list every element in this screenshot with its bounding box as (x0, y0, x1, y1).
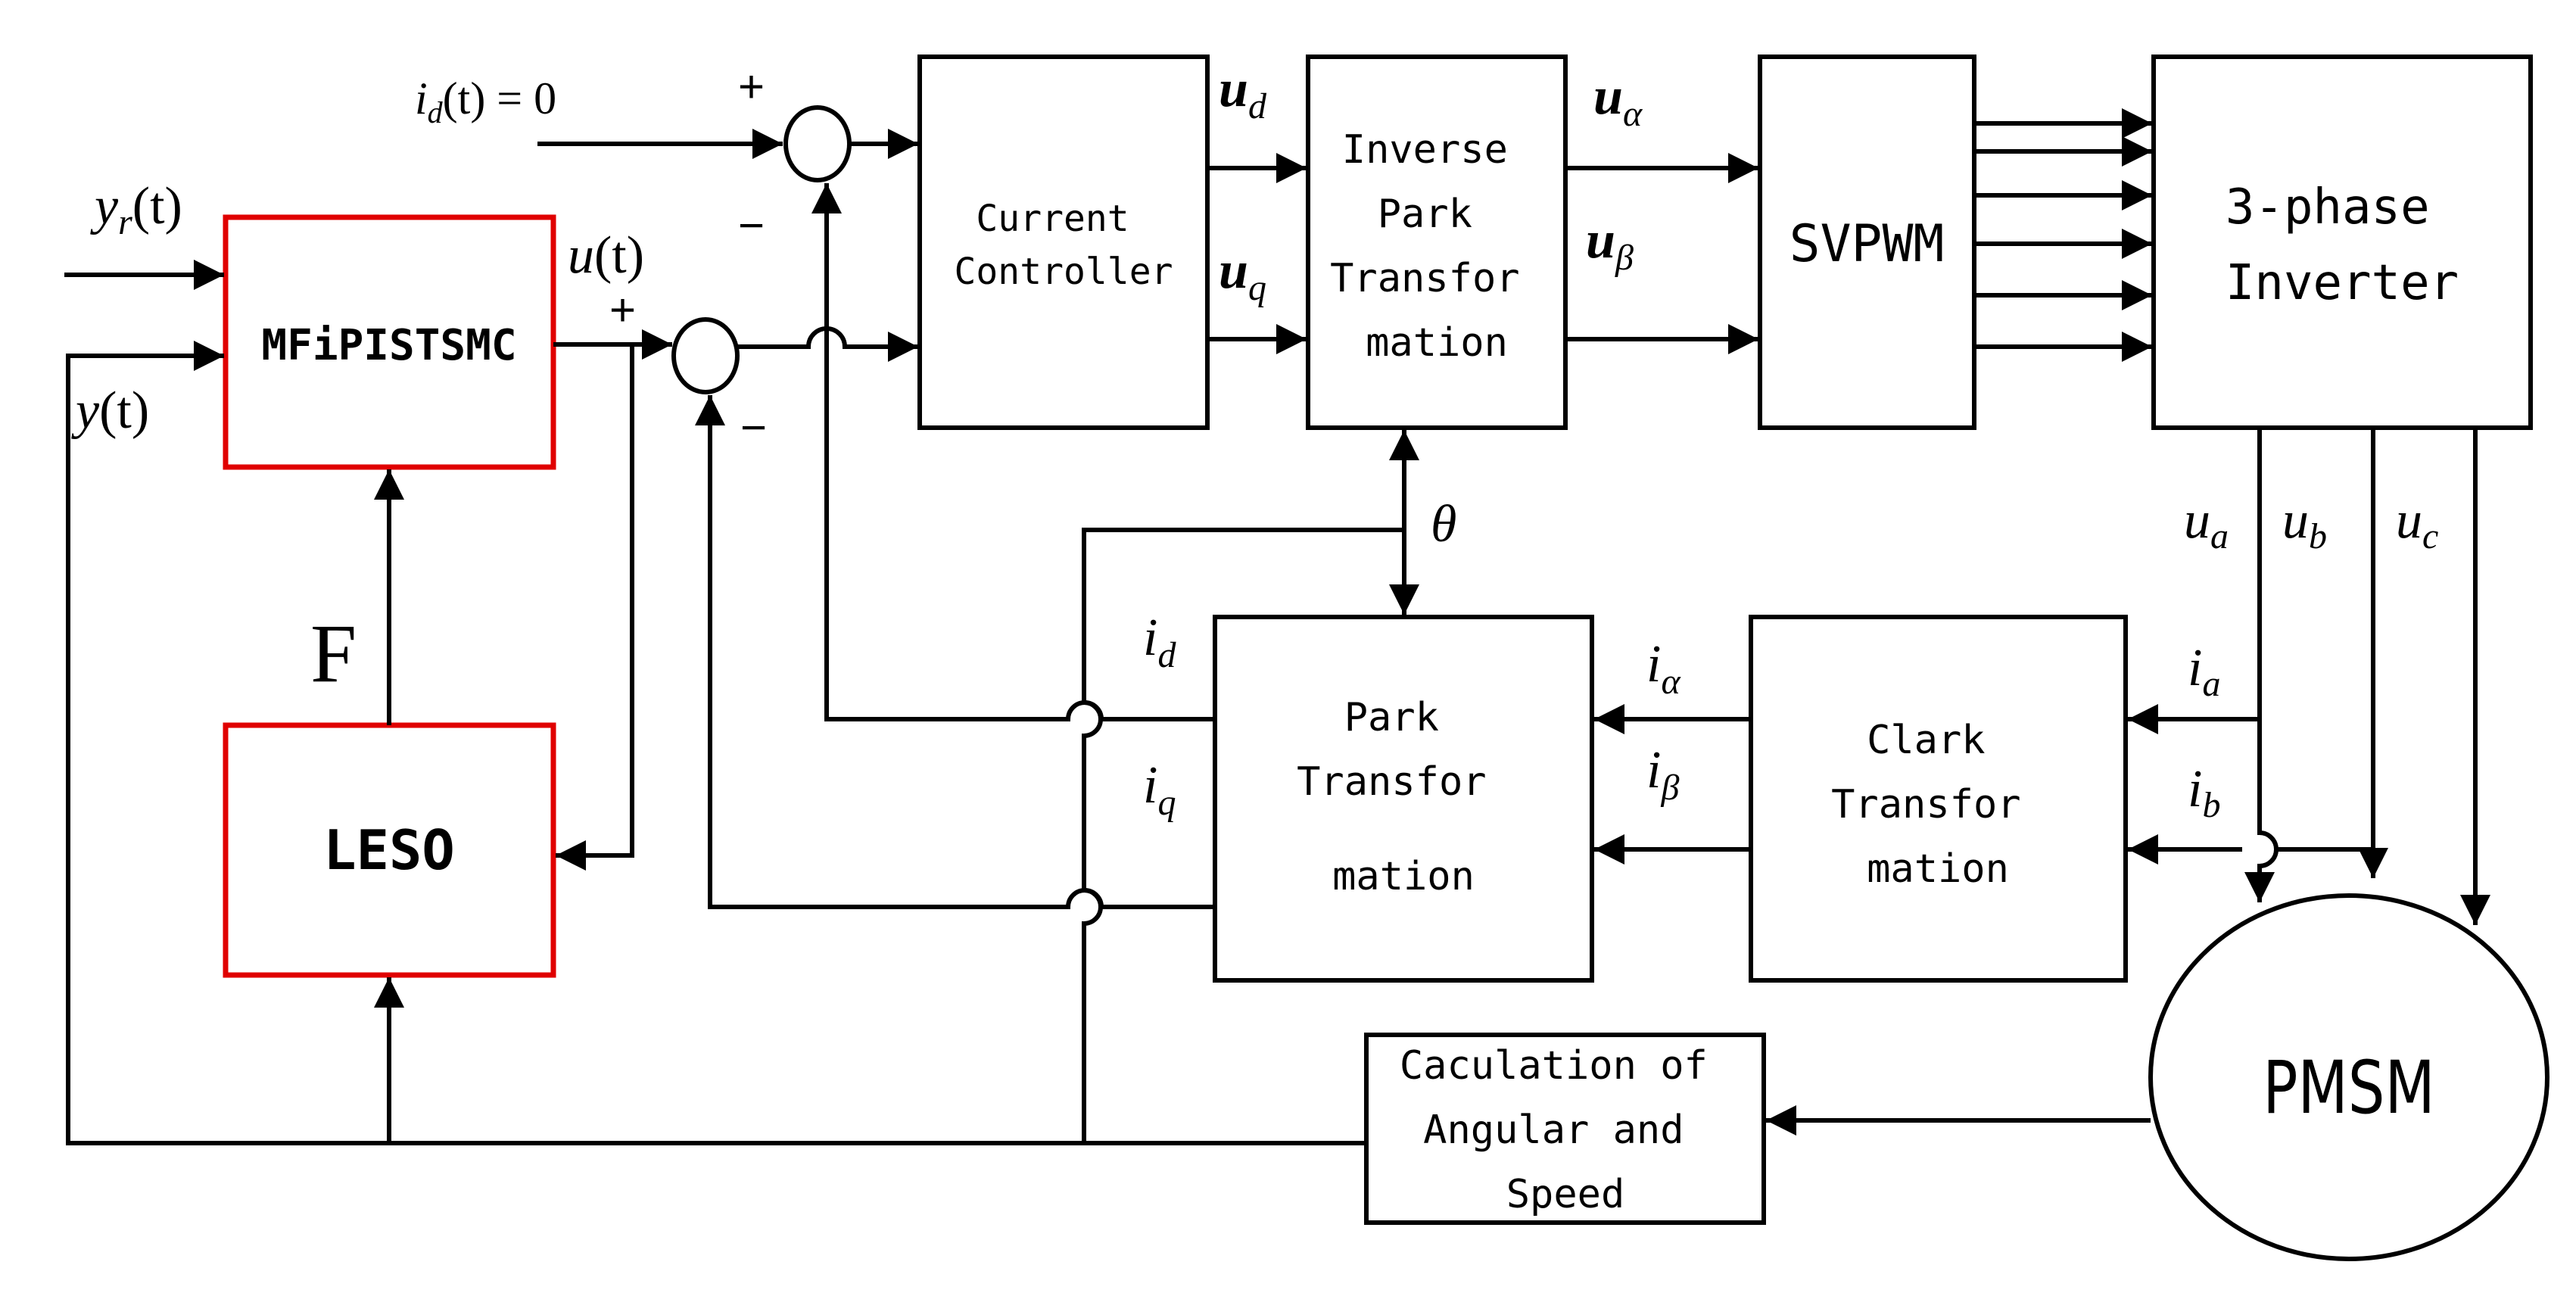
label-ia: ia (2188, 639, 2220, 704)
current-controller-label: Current Controller (955, 198, 1173, 293)
svpwm-label: SVPWM (1789, 214, 1945, 274)
clark-block (1749, 615, 2128, 983)
clark-label: Clark Transfor mation (1831, 718, 2045, 892)
label-iq: iq (1143, 756, 1176, 823)
label-y: y(t) (71, 382, 149, 440)
summing-junction-2 (671, 317, 740, 394)
inverse-park-block (1306, 55, 1568, 430)
label-id-ref: id(t) = 0 (415, 73, 556, 129)
current-controller-block (917, 55, 1210, 430)
summing-junction-1 (783, 105, 852, 182)
sign-minus-2: − (740, 402, 767, 453)
wire-iq-feedback (695, 395, 1215, 909)
label-ib: ib (2188, 760, 2220, 825)
park-label: Park Transfor mation (1297, 695, 1510, 899)
label-ialpha: iα (1646, 635, 1680, 702)
sign-minus-1: − (738, 200, 765, 251)
inverter-label: 3-phase Inverter (2226, 179, 2459, 311)
sign-plus-1: + (738, 61, 765, 112)
inverter-block (2151, 55, 2533, 430)
label-yr: yr(t) (90, 177, 182, 242)
leso-label: LESO (323, 818, 454, 882)
sign-plus-2: + (609, 285, 636, 335)
label-ualpha: uα (1593, 67, 1643, 134)
pmsm-label: PMSM (2263, 1045, 2435, 1131)
label-theta: θ (1431, 495, 1456, 553)
wire-ua (2244, 428, 2279, 902)
wire-theta-source (1082, 528, 1404, 1143)
label-ud: ud (1219, 60, 1267, 126)
label-u: u(t) (568, 226, 644, 285)
label-F: F (310, 607, 357, 699)
label-uq: uq (1219, 241, 1266, 308)
inverse-park-label: Inverse Park Transfor mation (1330, 127, 1543, 366)
label-id: id (1143, 609, 1176, 675)
svpwm-block (1758, 55, 1976, 430)
wire-y-feedback (66, 341, 1366, 1145)
label-ua: ua (2184, 491, 2229, 556)
wire-u-leso (556, 344, 634, 871)
calc-angle-speed-block (1364, 1033, 1766, 1225)
label-uc: uc (2396, 491, 2438, 556)
label-ubeta: uβ (1586, 211, 1634, 278)
mfipistsmc-label: MFiPISTSMC (261, 321, 516, 370)
label-ibeta: iβ (1646, 741, 1679, 808)
mfipistsmc-block (223, 214, 556, 470)
park-block (1213, 615, 1594, 983)
leso-block (223, 722, 556, 978)
pmsm-motor (2148, 893, 2550, 1261)
calc-angle-speed-label: Caculation of Angular and Speed (1400, 1043, 1731, 1217)
label-ub: ub (2282, 491, 2327, 556)
